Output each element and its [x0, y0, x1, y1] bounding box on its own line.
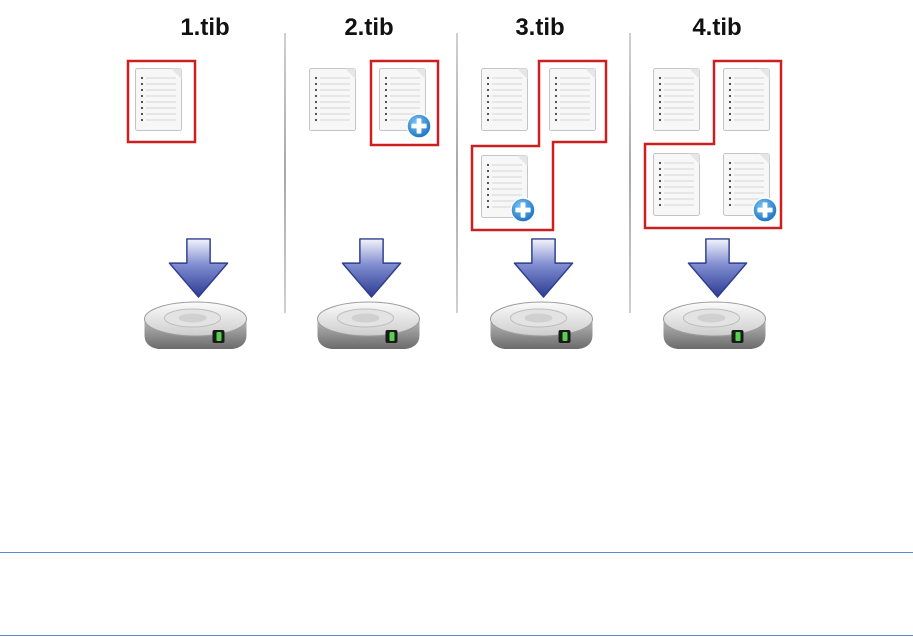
down-arrow-icon	[169, 239, 227, 297]
document-icon	[654, 154, 700, 216]
plus-badge-icon	[753, 198, 777, 222]
down-arrow-icon	[688, 239, 746, 297]
hard-drive-icon	[664, 302, 766, 349]
down-arrow-icon	[514, 239, 572, 297]
hard-drive-icon	[491, 302, 593, 349]
plus-badge-icon	[511, 198, 535, 222]
document-icon	[310, 69, 356, 131]
plus-badge-icon	[407, 114, 431, 138]
hard-drive-icon	[318, 302, 420, 349]
document-icon	[724, 69, 770, 131]
column-3-files	[472, 61, 606, 230]
document-icon	[654, 69, 700, 131]
down-arrow-icon	[342, 239, 400, 297]
column-1-files	[128, 61, 195, 142]
document-icon	[550, 69, 596, 131]
document-icon	[136, 69, 182, 131]
column-4-files	[645, 61, 781, 228]
column-2-files	[310, 61, 439, 145]
document-icon	[482, 69, 528, 131]
hard-drive-icon	[145, 302, 247, 349]
